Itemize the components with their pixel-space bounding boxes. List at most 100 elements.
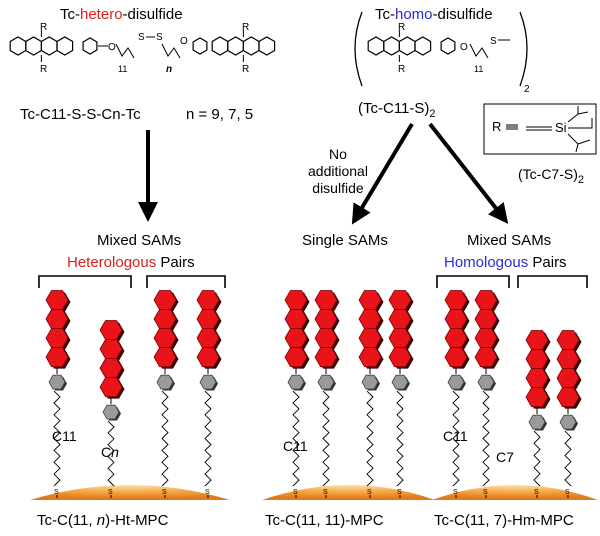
hetero-n-values: n = 9, 7, 5 <box>186 106 254 123</box>
homo-disulfide-title: Tc-homo-disulfide <box>375 6 493 23</box>
sam-molecule-p2-2: S <box>314 290 340 498</box>
panel-1-c11-label: C11 <box>52 428 77 444</box>
s-label: S <box>453 489 458 496</box>
s-label: S <box>483 489 488 496</box>
s-label: S <box>205 489 210 496</box>
heterologous-word: Heterologous <box>67 254 157 271</box>
tetracene-ring <box>556 387 580 408</box>
s-label: S <box>138 32 145 43</box>
tetracene-ring <box>242 36 260 56</box>
caption-n: n <box>96 512 106 529</box>
s-label: S <box>565 489 570 496</box>
alkyl-chain <box>469 43 489 59</box>
sam-molecule-p3-4: S <box>556 330 582 498</box>
bracket-1b <box>146 275 226 288</box>
caption-prefix: Tc-C(11, <box>37 512 97 529</box>
tetracene-right: RR <box>192 22 276 75</box>
alkyl-chain <box>564 430 572 487</box>
arrow-single <box>351 122 414 225</box>
tetracene-ring <box>383 36 400 56</box>
sam-molecule-p3-1: S <box>444 290 470 498</box>
panel-3-caption: Tc-C(11, 7)-Hm-MPC <box>434 512 574 529</box>
no-line-1: No <box>329 146 347 162</box>
no-line-3: disulfide <box>312 180 364 196</box>
panel-2-caption: Tc-C(11, 11)-MPC <box>265 512 384 529</box>
tc-c7-text: (Tc-C7-S) <box>518 166 578 182</box>
tetracene-ring <box>398 36 416 56</box>
tetracene-ring <box>45 347 69 368</box>
bracket-3a <box>436 275 510 288</box>
alkyl-chain <box>204 390 212 487</box>
o-label: O <box>180 36 188 47</box>
sub-11: 11 <box>474 64 483 74</box>
alkyl-chain <box>366 390 374 487</box>
tetracene-ring <box>56 36 74 56</box>
phenyl-ring <box>391 374 409 390</box>
phenyl-ring <box>82 37 98 55</box>
phenyl-ring <box>102 404 120 420</box>
inset-si-label: Si <box>555 120 567 135</box>
phenyl-ring <box>440 37 456 55</box>
inset-r-label: R <box>492 119 501 134</box>
s-label: S <box>534 489 539 496</box>
pairs-word: Pairs <box>528 254 567 271</box>
alkyl-chain <box>292 390 300 487</box>
s-label: S <box>54 489 59 496</box>
sam-molecule-p1-2: S <box>99 320 125 498</box>
s-label: S <box>162 489 167 496</box>
r-label: R <box>398 22 405 33</box>
alkyl-chain <box>107 420 115 487</box>
no-additional-disulfide-label: No additional disulfide <box>308 146 368 197</box>
sub-11: 11 <box>118 64 127 74</box>
tetracene-ring <box>153 347 177 368</box>
tetracene-ring <box>99 377 123 398</box>
tetracene-ring <box>367 36 385 56</box>
sam-molecule-p3-2: S <box>474 290 500 498</box>
tetracene-ring <box>414 36 432 56</box>
reaction-arrows <box>138 122 509 225</box>
no-line-2: additional <box>308 163 368 179</box>
tetracene-ring <box>474 347 498 368</box>
tetracene-ring <box>25 36 43 56</box>
tc-c7-sub: 2 <box>577 173 585 186</box>
tetracene-ring <box>284 347 308 368</box>
sam-molecule-p1-1: S <box>45 290 71 498</box>
tc-c7-formula: (Tc-C7-S)2 <box>518 166 584 186</box>
homo-word: homo <box>395 6 433 23</box>
paren-left <box>354 11 363 87</box>
pair-brackets <box>38 275 588 288</box>
phenyl-ring <box>361 374 379 390</box>
s-label: S <box>323 489 328 496</box>
s-label: S <box>490 36 497 47</box>
r-label: R <box>398 64 405 75</box>
phenyl-ring <box>287 374 305 390</box>
paren-sub: 2 <box>524 84 530 95</box>
phenyl-ring <box>559 414 577 430</box>
tetracene-ring <box>314 347 338 368</box>
alkyl-chain <box>161 43 181 59</box>
hetero-word: hetero <box>80 6 123 23</box>
tips-substituent-inset: R Si <box>483 103 597 155</box>
panel-3-heading: Mixed SAMs <box>467 232 552 249</box>
hetero-disulfide-title: Tc-hetero-disulfide <box>60 6 183 23</box>
r-label: R <box>242 22 249 33</box>
r-label: R <box>40 64 47 75</box>
panel-2-heading: Single SAMs <box>302 232 388 249</box>
s-label: S <box>108 489 113 496</box>
alkyl-chain <box>115 43 135 59</box>
tetracene-ring <box>525 387 549 408</box>
pairs-word: Pairs <box>156 254 195 271</box>
r-label: R <box>40 22 47 33</box>
panel-1-heading: Mixed SAMs <box>97 232 182 249</box>
sub-n: n <box>166 64 172 75</box>
sam-molecule-p2-1: S <box>284 290 310 498</box>
tetracene-ring <box>258 36 276 56</box>
title-suffix: -disulfide <box>432 6 493 23</box>
alkyl-chain <box>452 390 460 487</box>
tetracene-ring <box>211 36 229 56</box>
homologous-word: Homologous <box>444 254 529 271</box>
